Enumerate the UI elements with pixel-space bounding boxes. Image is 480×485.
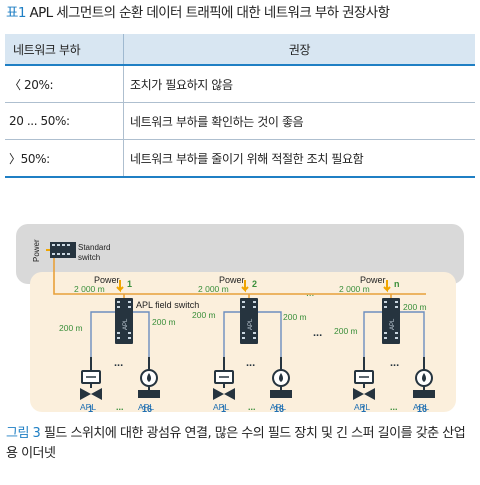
row-recommendation: 네트워크 부하를 확인하는 것이 좋음 <box>123 102 475 140</box>
field-switch-n: APL 200 m 200 m ... APL APL <box>334 298 436 412</box>
cable-length: 200 m <box>152 317 176 327</box>
switch-number-1: 1 <box>127 279 132 289</box>
row-load: 〉50%: <box>5 139 124 178</box>
row-recommendation: 네트워크 부하를 줄이기 위해 적절한 조치 필요함 <box>123 139 475 178</box>
device-label-apl: APL <box>413 402 429 412</box>
device-number: 16 <box>417 404 428 414</box>
switch-number-2: 2 <box>252 279 257 289</box>
svg-text:...: ... <box>246 357 255 369</box>
device-ellipsis: ... <box>248 402 256 412</box>
device-label-apl: APL <box>80 402 96 412</box>
network-figure: Standard switch Power 2 000 m 2 000 m 2 … <box>16 224 464 414</box>
svg-text:APL: APL <box>123 318 129 330</box>
cable-length: 200 m <box>283 312 307 322</box>
cable-length: 200 m <box>334 326 358 336</box>
figure-caption: 그림 3 필드 스위치에 대한 광섬유 연결, 많은 수의 필드 장치 및 긴 … <box>6 424 476 464</box>
table-row: 〈 20%: 조치가 필요하지 않음 <box>5 65 475 103</box>
power-arrow-icon <box>241 280 249 293</box>
device-number-layer: 1 16 1 16 1 16 ... ... ... <box>16 224 464 414</box>
fiber-length-n: 2 000 m <box>339 284 370 294</box>
field-switch-2: APL 200 m 200 m ... APL APL <box>192 298 307 412</box>
table-caption: 표1 APL 세그먼트의 순환 데이터 트래픽에 대한 네트워크 부하 권장사항 <box>6 4 476 22</box>
device-label-apl: APL <box>213 402 229 412</box>
device-number: 16 <box>274 404 285 414</box>
row-recommendation: 조치가 필요하지 않음 <box>123 65 475 103</box>
svg-text:APL: APL <box>390 318 396 330</box>
field-switch-label: APL field switch <box>136 300 199 310</box>
switch-number-n: n <box>394 279 400 289</box>
standard-switch-icon <box>50 242 76 258</box>
fiber-length-2: 2 000 m <box>198 284 229 294</box>
svg-text:...: ... <box>313 327 322 339</box>
header-recommendation: 권장 <box>123 34 475 66</box>
table-row: 20 ... 50%: 네트워크 부하를 확인하는 것이 좋음 <box>5 102 475 140</box>
power-label-vertical: Power <box>32 239 41 262</box>
svg-text:...: ... <box>390 357 399 369</box>
table-caption-prefix: 표1 <box>6 5 26 21</box>
backbone-area <box>16 224 464 284</box>
device-label-apl: APL <box>138 402 154 412</box>
fiber-backbone <box>53 258 426 295</box>
cable-length: 200 m <box>59 323 83 333</box>
standard-switch-label-1: Standard <box>78 243 110 252</box>
standard-switch-label-2: switch <box>78 253 100 262</box>
device-label-apl: APL <box>270 402 286 412</box>
figure-caption-text: 필드 스위치에 대한 광섬유 연결, 많은 수의 필드 장치 및 긴 스퍼 길이… <box>6 426 466 461</box>
device-ellipsis: ... <box>116 402 124 412</box>
power-label-2: Power <box>219 275 245 285</box>
recommendation-table: 네트워크 부하 권장 〈 20%: 조치가 필요하지 않음 20 ... 50%… <box>5 34 475 178</box>
device-number: 1 <box>88 404 94 414</box>
field-switch-1: APL 200 m 200 m ... APL APL <box>59 298 176 412</box>
network-diagram: Standard switch Power 2 000 m 2 000 m 2 … <box>16 224 464 412</box>
device-number: 16 <box>142 404 153 414</box>
figure-caption-prefix: 그림 3 <box>6 426 41 441</box>
fiber-length-1: 2 000 m <box>74 284 105 294</box>
fiber-ellipsis: ... <box>306 288 314 299</box>
row-load: 〈 20%: <box>5 65 124 103</box>
table-row: 〉50%: 네트워크 부하를 줄이기 위해 적절한 조치 필요함 <box>5 139 475 178</box>
table-header-row: 네트워크 부하 권장 <box>5 34 475 66</box>
cable-length: 200 m <box>192 310 216 320</box>
device-ellipsis: ... <box>390 402 398 412</box>
device-number: 1 <box>361 404 367 414</box>
device-label-apl: APL <box>354 402 370 412</box>
svg-text:...: ... <box>114 357 123 369</box>
svg-text:APL: APL <box>248 318 254 330</box>
header-network-load: 네트워크 부하 <box>5 34 124 66</box>
power-arrow-icon <box>116 280 124 293</box>
power-label-1: Power <box>94 275 120 285</box>
row-load: 20 ... 50%: <box>5 102 124 140</box>
cable-length: 200 m <box>403 302 427 312</box>
table-caption-text: APL 세그먼트의 순환 데이터 트래픽에 대한 네트워크 부하 권장사항 <box>25 5 391 21</box>
power-arrow-icon <box>383 280 391 293</box>
power-label-n: Power <box>360 275 386 285</box>
device-number: 1 <box>221 404 227 414</box>
